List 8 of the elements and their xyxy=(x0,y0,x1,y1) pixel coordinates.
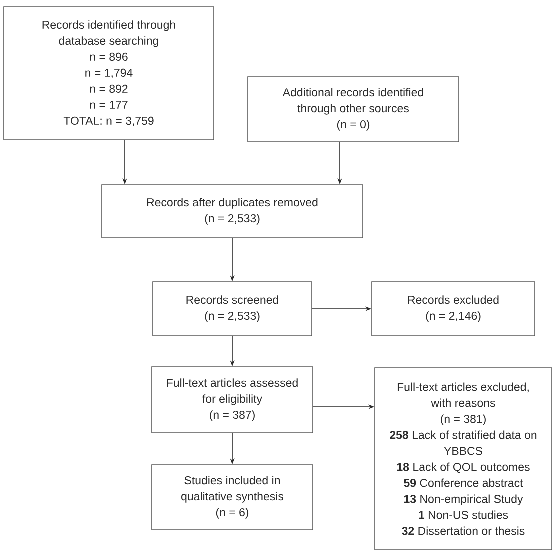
flow-box: Studies included in qualitative synthesis (n = 6) xyxy=(152,464,314,530)
flow-box: Additional records identified through other sources (n = 0) xyxy=(248,76,460,142)
flow-box: Full-text articles excluded, with reasons (n = 381) 258 Lack of stratified data on YBBCS 18 Lack of QOL outcomes 59 Conference abstract 13 Non-empirical Study 1 Non-US studies 32 Dissertation or thesis xyxy=(374,368,552,550)
flow-box: Full-text articles assessed for eligibility (n = 387) xyxy=(152,366,314,434)
flow-box: Records excluded (n = 2,146) xyxy=(372,282,536,336)
flow-box: Records screened (n = 2,533) xyxy=(152,282,312,336)
flow-box: Records identified through database searching n = 896 n = 1,794 n = 892 n = 177 TOTAL: n = 3,759 xyxy=(4,6,214,140)
flow-box: Records after duplicates removed (n = 2,533) xyxy=(102,184,364,238)
